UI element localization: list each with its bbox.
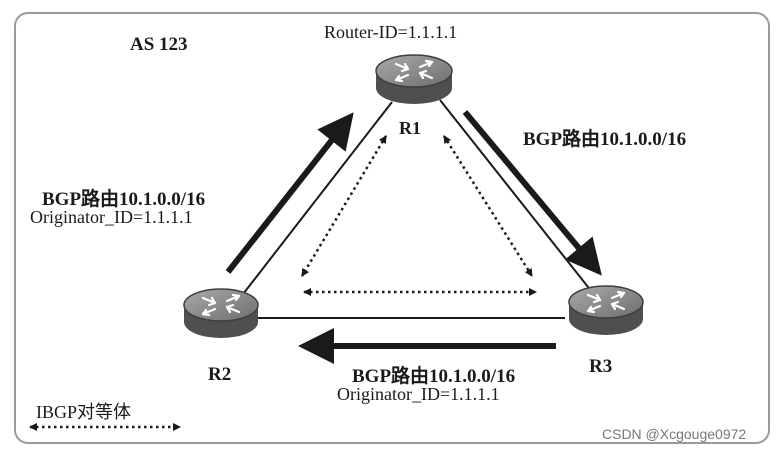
route-label-r3-to-r2: BGP路由10.1.0.0/16 bbox=[352, 366, 516, 387]
as-label: AS 123 bbox=[130, 34, 188, 55]
originator-label-r3-to-r2: Originator_ID=1.1.1.1 bbox=[337, 384, 500, 404]
router-r1-icon bbox=[375, 54, 453, 104]
originator-label-r2-to-r1: Originator_ID=1.1.1.1 bbox=[30, 207, 193, 227]
advert-arrow-r2-to-r1 bbox=[225, 112, 354, 274]
route-label-r2-to-r1: BGP路由10.1.0.0/16 bbox=[42, 189, 206, 210]
watermark: CSDN @Xcgouge0972 bbox=[602, 426, 747, 442]
router-r2-icon bbox=[183, 288, 259, 338]
r2-name: R2 bbox=[208, 364, 232, 385]
ibgp-peer-r1-r2 bbox=[300, 135, 388, 277]
router-r3-icon bbox=[568, 285, 644, 335]
ibgp-peer-r1-r3 bbox=[442, 135, 534, 277]
route-label-r1-to-r3: BGP路由10.1.0.0/16 bbox=[523, 129, 687, 150]
r1-router-id: Router-ID=1.1.1.1 bbox=[324, 22, 458, 42]
legend-label: IBGP对等体 bbox=[36, 402, 132, 422]
r1-name: R1 bbox=[399, 118, 421, 138]
link-r1-r2 bbox=[239, 101, 393, 299]
r3-name: R3 bbox=[589, 356, 613, 377]
